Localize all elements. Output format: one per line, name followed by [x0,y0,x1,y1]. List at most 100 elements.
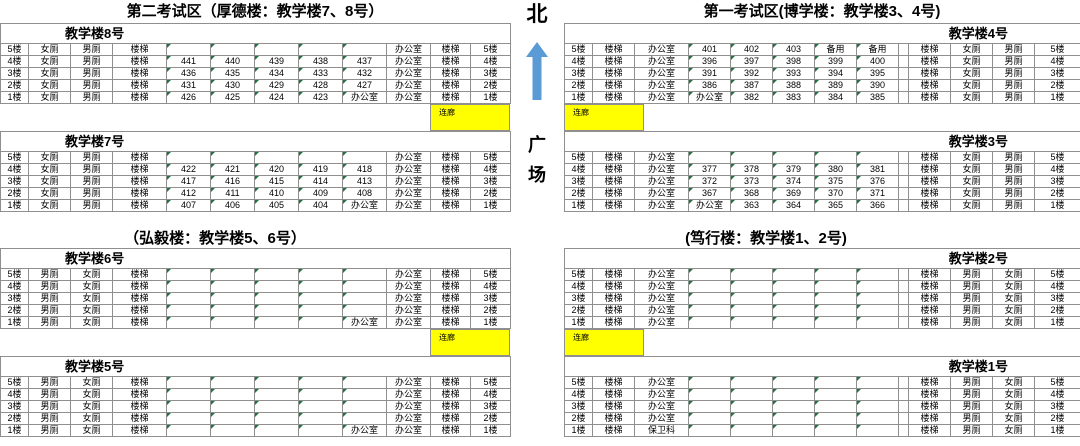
stairs-cell: 楼梯 [112,388,167,401]
stairs-cell: 楼梯 [430,55,471,68]
section-title-second-area: 第二考试区（厚德楼：教学楼7、8号） [126,3,384,20]
exam-room-cell: 399 [814,55,857,68]
exam-room-cell: 433 [298,67,343,80]
corridor-box: 连廊 [564,329,644,356]
stairs-cell: 楼梯 [592,187,635,200]
stairs-cell: 楼梯 [430,280,471,293]
floor-label-cell: 4楼 [0,55,29,68]
mens-toilet-cell: 男厕 [950,316,993,329]
exam-room-cell: 412 [166,187,211,200]
floor-label-cell: 5楼 [1034,43,1080,56]
stairs-cell: 楼梯 [430,424,471,437]
empty-cell [898,388,909,401]
floor-label-cell: 4楼 [0,388,29,401]
exam-room-cell: 380 [814,163,857,176]
mens-toilet-cell: 男厕 [950,376,993,389]
office-cell: 办公室 [634,376,689,389]
mens-toilet-cell: 男厕 [70,79,113,92]
empty-cell [298,43,343,56]
stairs-cell: 楼梯 [592,412,635,425]
office-cell: 办公室 [386,43,431,56]
mens-toilet-cell: 男厕 [950,268,993,281]
empty-cell [298,400,343,413]
womens-toilet-cell: 女厕 [992,316,1035,329]
stairs-cell: 楼梯 [112,151,167,164]
womens-toilet-cell: 女厕 [950,187,993,200]
corridor-row: 连廊 [564,104,1080,131]
floor-label-cell: 5楼 [0,268,29,281]
exam-room-cell: 414 [298,175,343,188]
office-cell: 办公室 [342,199,387,212]
stairs-cell: 楼梯 [592,376,635,389]
exam-room-cell: 411 [210,187,255,200]
exam-room-cell: 404 [298,199,343,212]
plaza-char: 广 [528,135,546,155]
empty-cell [166,412,211,425]
womens-toilet-cell: 女厕 [70,400,113,413]
stairs-cell: 楼梯 [430,304,471,317]
exam-room-cell: 367 [688,187,731,200]
empty-cell [688,280,731,293]
empty-cell [166,280,211,293]
stairs-cell: 楼梯 [430,91,471,104]
office-cell: 办公室 [634,151,689,164]
mens-toilet-cell: 男厕 [28,376,71,389]
womens-toilet-cell: 女厕 [992,304,1035,317]
womens-toilet-cell: 女厕 [28,79,71,92]
exam-room-cell: 431 [166,79,211,92]
exam-room-cell: 400 [856,55,899,68]
security-office-cell: 保卫科 [634,424,689,437]
exam-room-cell: 381 [856,163,899,176]
mens-toilet-cell: 男厕 [992,55,1035,68]
stairs-cell: 楼梯 [112,55,167,68]
mens-toilet-cell: 男厕 [28,412,71,425]
empty-cell [166,304,211,317]
empty-cell [688,151,731,164]
mens-toilet-cell: 男厕 [70,151,113,164]
empty-cell [772,412,815,425]
womens-toilet-cell: 女厕 [28,175,71,188]
empty-cell [814,280,857,293]
exam-room-cell: 440 [210,55,255,68]
stairs-cell: 楼梯 [908,376,951,389]
stairs-cell: 楼梯 [908,175,951,188]
section-title-first-area: 第一考试区(博学楼：教学楼3、4号) [703,3,941,20]
floor-label-cell: 4楼 [469,280,512,293]
exam-room-cell: 405 [254,199,299,212]
exam-room-cell: 383 [772,91,815,104]
floor-label-cell: 2楼 [1034,187,1080,200]
womens-toilet-cell: 女厕 [70,304,113,317]
exam-room-cell: 368 [730,187,773,200]
exam-room-cell: 387 [730,79,773,92]
stairs-cell: 楼梯 [430,388,471,401]
empty-cell [898,187,909,200]
exam-room-cell: 428 [298,79,343,92]
plaza-label: 广 场 [528,130,546,190]
womens-toilet-cell: 女厕 [992,268,1035,281]
floor-label-cell: 3楼 [564,292,593,305]
exam-room-cell: 424 [254,91,299,104]
floor-label-cell: 5楼 [564,43,593,56]
stairs-cell: 楼梯 [430,67,471,80]
mens-toilet-cell: 男厕 [950,304,993,317]
exam-room-cell: 379 [772,163,815,176]
womens-toilet-cell: 女厕 [992,376,1035,389]
stairs-cell: 楼梯 [592,388,635,401]
mens-toilet-cell: 男厕 [950,388,993,401]
empty-cell [730,424,773,437]
stairs-cell: 楼梯 [592,292,635,305]
empty-cell [342,388,387,401]
mens-toilet-cell: 男厕 [28,280,71,293]
empty-cell [342,280,387,293]
empty-cell [772,304,815,317]
empty-cell [688,316,731,329]
floor-label-cell: 1楼 [469,199,512,212]
exam-room-cell: 371 [856,187,899,200]
corridor-label: 连廊 [573,333,589,342]
stairs-cell: 楼梯 [112,316,167,329]
exam-room-cell: 377 [688,163,731,176]
floor-label-cell: 1楼 [564,316,593,329]
stairs-cell: 楼梯 [908,304,951,317]
